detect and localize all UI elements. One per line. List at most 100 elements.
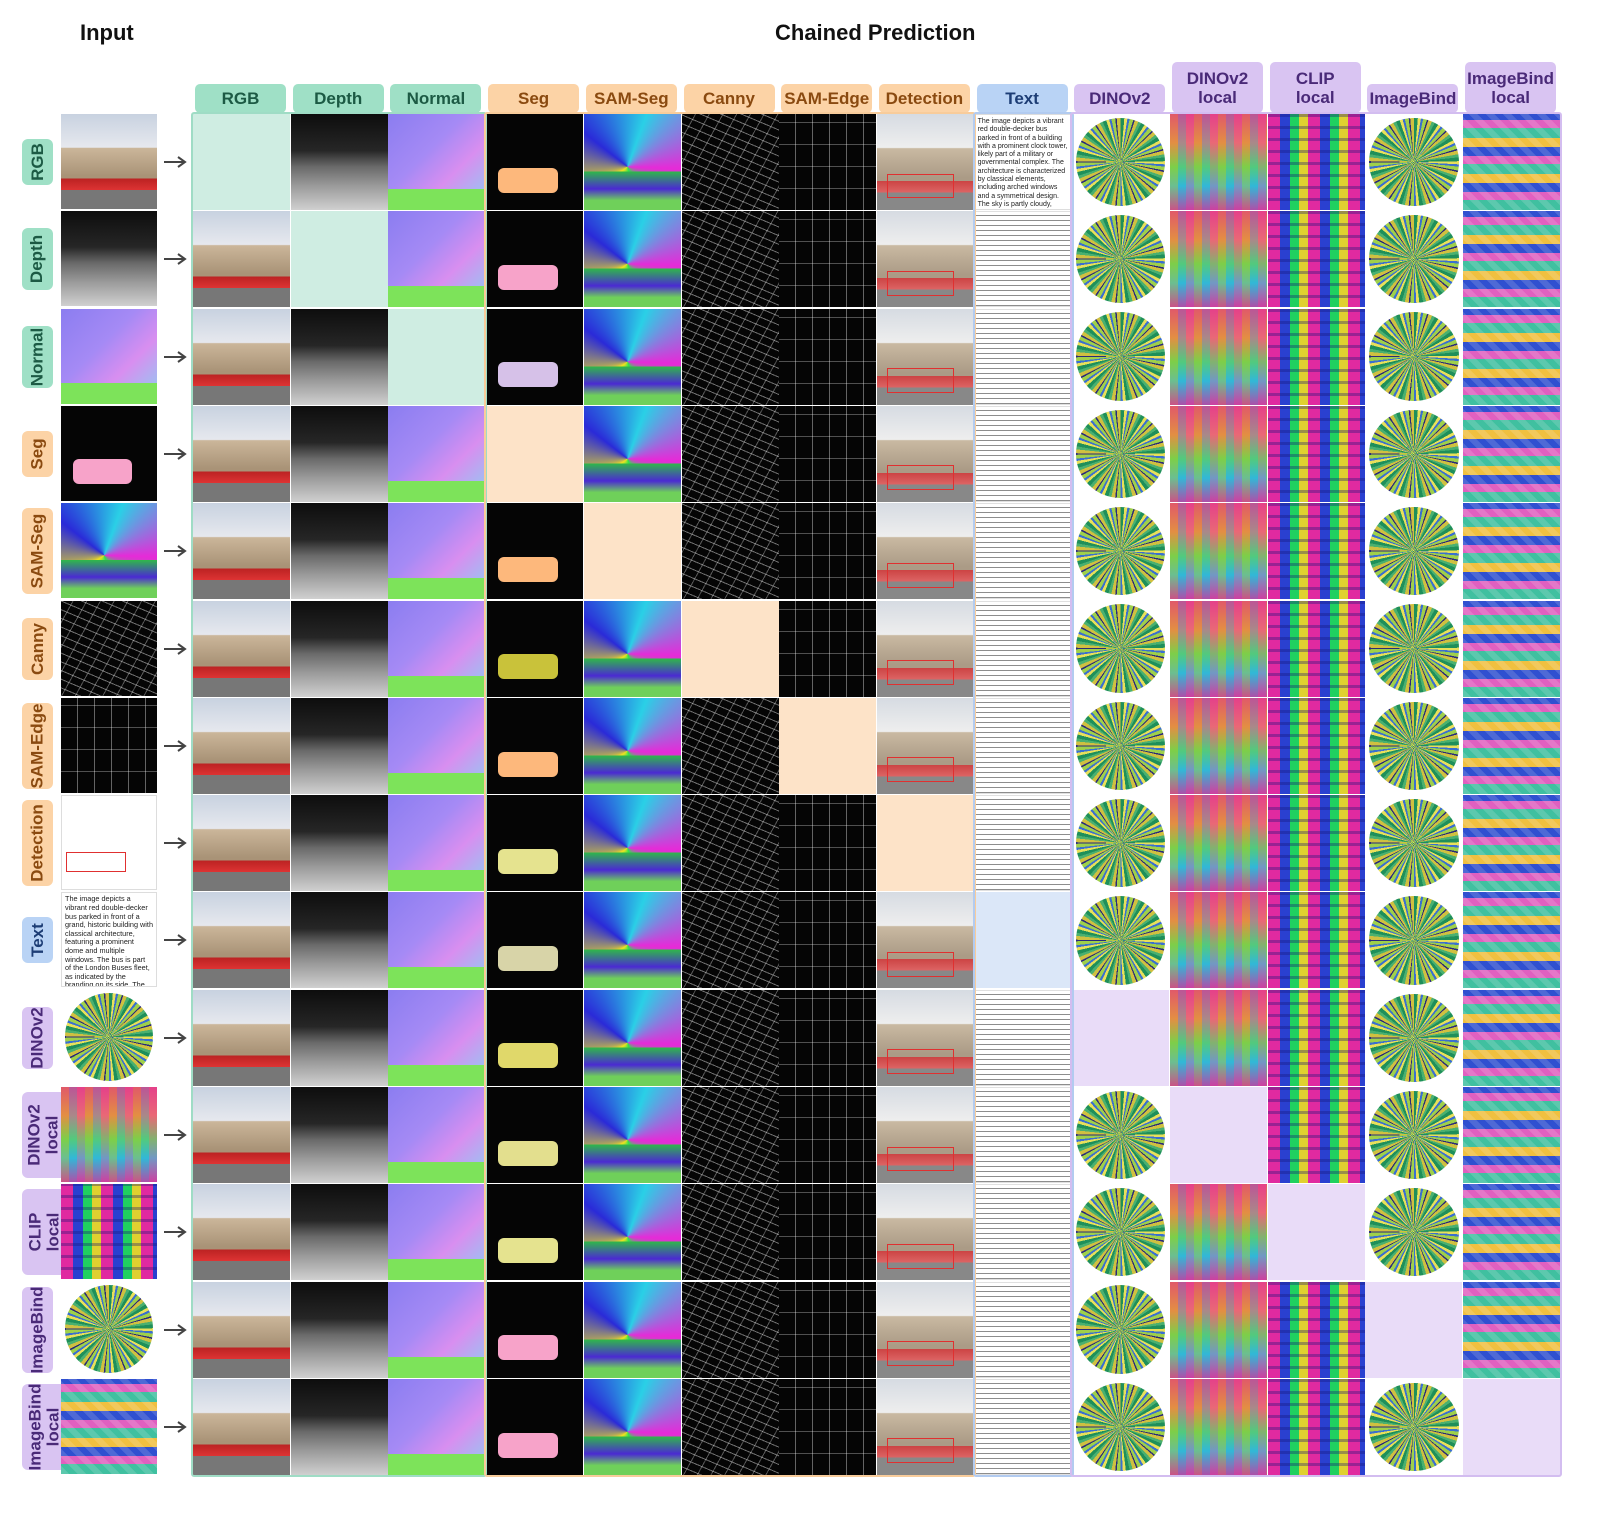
cell-imagebind-to-imagebind (1365, 1281, 1463, 1378)
pie-disc (1369, 1090, 1459, 1180)
cell-sam-edge-to-imagebind (1365, 697, 1463, 794)
cell-sam-seg-to-sam-edge (779, 503, 877, 600)
input-heading: Input (80, 20, 134, 45)
arrow-icon (164, 1421, 187, 1433)
cell-dinov2-local-to-text (974, 1087, 1072, 1183)
cell-clip-local-to-text (974, 1184, 1072, 1281)
cell-sam-edge-to-canny (681, 697, 779, 794)
cell-imagebind-local-to-normal (388, 1378, 486, 1475)
cell-imagebind-to-imagebind-local (1463, 1281, 1561, 1378)
input-thumbnail-imagebind (61, 1281, 157, 1377)
pie-disc (1076, 1382, 1166, 1472)
column-header-rgb: RGB (195, 84, 286, 113)
cell-depth-to-text (974, 211, 1072, 308)
cell-depth-to-imagebind-local (1463, 211, 1561, 308)
pie-disc (1076, 117, 1166, 207)
cell-detection-to-sam-edge (779, 795, 877, 892)
cell-detection-to-rgb (193, 795, 290, 892)
cell-clip-local-to-normal (388, 1184, 486, 1281)
input-thumbnail-sam-seg (61, 503, 157, 599)
cell-dinov2-local-to-dinov2-local (1170, 1087, 1267, 1183)
cell-depth-to-clip-local (1267, 211, 1365, 308)
row-header-imagebind: ImageBind (22, 1286, 53, 1373)
cell-normal-to-text (974, 308, 1072, 405)
arrow-icon (164, 934, 187, 947)
cell-sam-seg-to-normal (388, 503, 486, 600)
input-thumbnail-normal (61, 308, 157, 404)
row-header-label: Depth (27, 235, 47, 284)
cell-text-to-dinov2 (1072, 892, 1170, 989)
cell-detection-to-imagebind-local (1463, 795, 1561, 892)
input-thumbnail-clip-local (61, 1184, 157, 1280)
arrow-icon (164, 350, 187, 363)
arrow-icon (164, 1129, 187, 1141)
detection-box (886, 660, 955, 685)
cell-seg-to-detection (876, 405, 974, 502)
column-header-detection: Detection (878, 84, 970, 113)
cell-imagebind-local-to-sam-seg (583, 1378, 681, 1475)
cell-dinov2-local-to-canny (681, 1087, 779, 1183)
row-header-label: Seg (27, 438, 47, 470)
arrow-icon (164, 156, 187, 168)
detection-box (886, 562, 955, 588)
cell-depth-to-sam-seg (583, 211, 681, 308)
cell-sam-seg-to-depth (290, 503, 388, 600)
cell-clip-local-to-sam-edge (779, 1184, 877, 1281)
arrow-icon (164, 1031, 187, 1044)
pie-disc (1076, 409, 1166, 499)
cell-normal-to-sam-seg (583, 308, 681, 405)
cell-depth-to-detection (876, 211, 974, 308)
cell-sam-edge-to-imagebind-local (1463, 697, 1561, 794)
cell-dinov2-to-sam-seg (583, 989, 681, 1086)
cell-dinov2-to-text (974, 989, 1072, 1086)
cell-rgb-to-canny (681, 114, 779, 210)
cell-canny-to-imagebind (1365, 600, 1463, 697)
row-header-sam-seg: SAM-Seg (22, 508, 53, 595)
cell-dinov2-local-to-detection (876, 1087, 974, 1183)
cell-sam-edge-to-seg (486, 697, 584, 794)
seg-mask-blob (497, 265, 558, 290)
cell-depth-to-dinov2 (1072, 211, 1170, 308)
pie-disc (1369, 1188, 1459, 1277)
cell-imagebind-to-sam-seg (583, 1281, 681, 1378)
cell-text-to-clip-local (1267, 892, 1365, 989)
cell-sam-seg-to-imagebind-local (1463, 503, 1561, 600)
column-header-sam-edge: SAM-Edge (781, 84, 873, 113)
input-thumbnail-imagebind-local (61, 1378, 157, 1474)
detection-box (886, 1341, 955, 1367)
cell-seg-to-clip-local (1267, 405, 1365, 502)
cell-imagebind-local-to-sam-edge (779, 1378, 877, 1475)
input-thumbnail-sam-edge (61, 697, 157, 793)
column-header-text: Text (976, 84, 1068, 113)
input-thumbnail-dinov2 (61, 989, 157, 1085)
cell-rgb-to-sam-seg (583, 114, 681, 210)
cell-text-to-canny (681, 892, 779, 989)
cell-imagebind-local-to-rgb (193, 1378, 290, 1475)
row-header-label: Text (27, 923, 47, 958)
cell-sam-edge-to-clip-local (1267, 697, 1365, 794)
cell-seg-to-rgb (193, 405, 290, 502)
cell-imagebind-to-seg (486, 1281, 584, 1378)
cell-dinov2-local-to-dinov2 (1072, 1087, 1170, 1183)
cell-canny-to-seg (486, 600, 584, 697)
cell-canny-to-detection (876, 600, 974, 697)
row-header-label: Canny (27, 622, 47, 675)
cell-depth-to-normal (388, 211, 486, 308)
cell-clip-local-to-rgb (193, 1184, 290, 1281)
row-header-label: RGB (27, 143, 47, 181)
pie-disc (1076, 215, 1166, 304)
column-header-canny: Canny (683, 84, 775, 113)
cell-normal-to-rgb (193, 308, 290, 405)
cell-imagebind-to-rgb (193, 1281, 290, 1378)
input-thumbnail-detection (61, 795, 157, 891)
seg-mask-blob (497, 1043, 558, 1069)
cell-sam-edge-to-rgb (193, 697, 290, 794)
pie-disc (1369, 798, 1459, 888)
seg-mask-blob (497, 848, 558, 874)
cell-sam-seg-to-canny (681, 503, 779, 600)
cell-sam-seg-to-detection (876, 503, 974, 600)
cell-detection-to-dinov2-local (1170, 795, 1267, 892)
cell-normal-to-canny (681, 308, 779, 405)
